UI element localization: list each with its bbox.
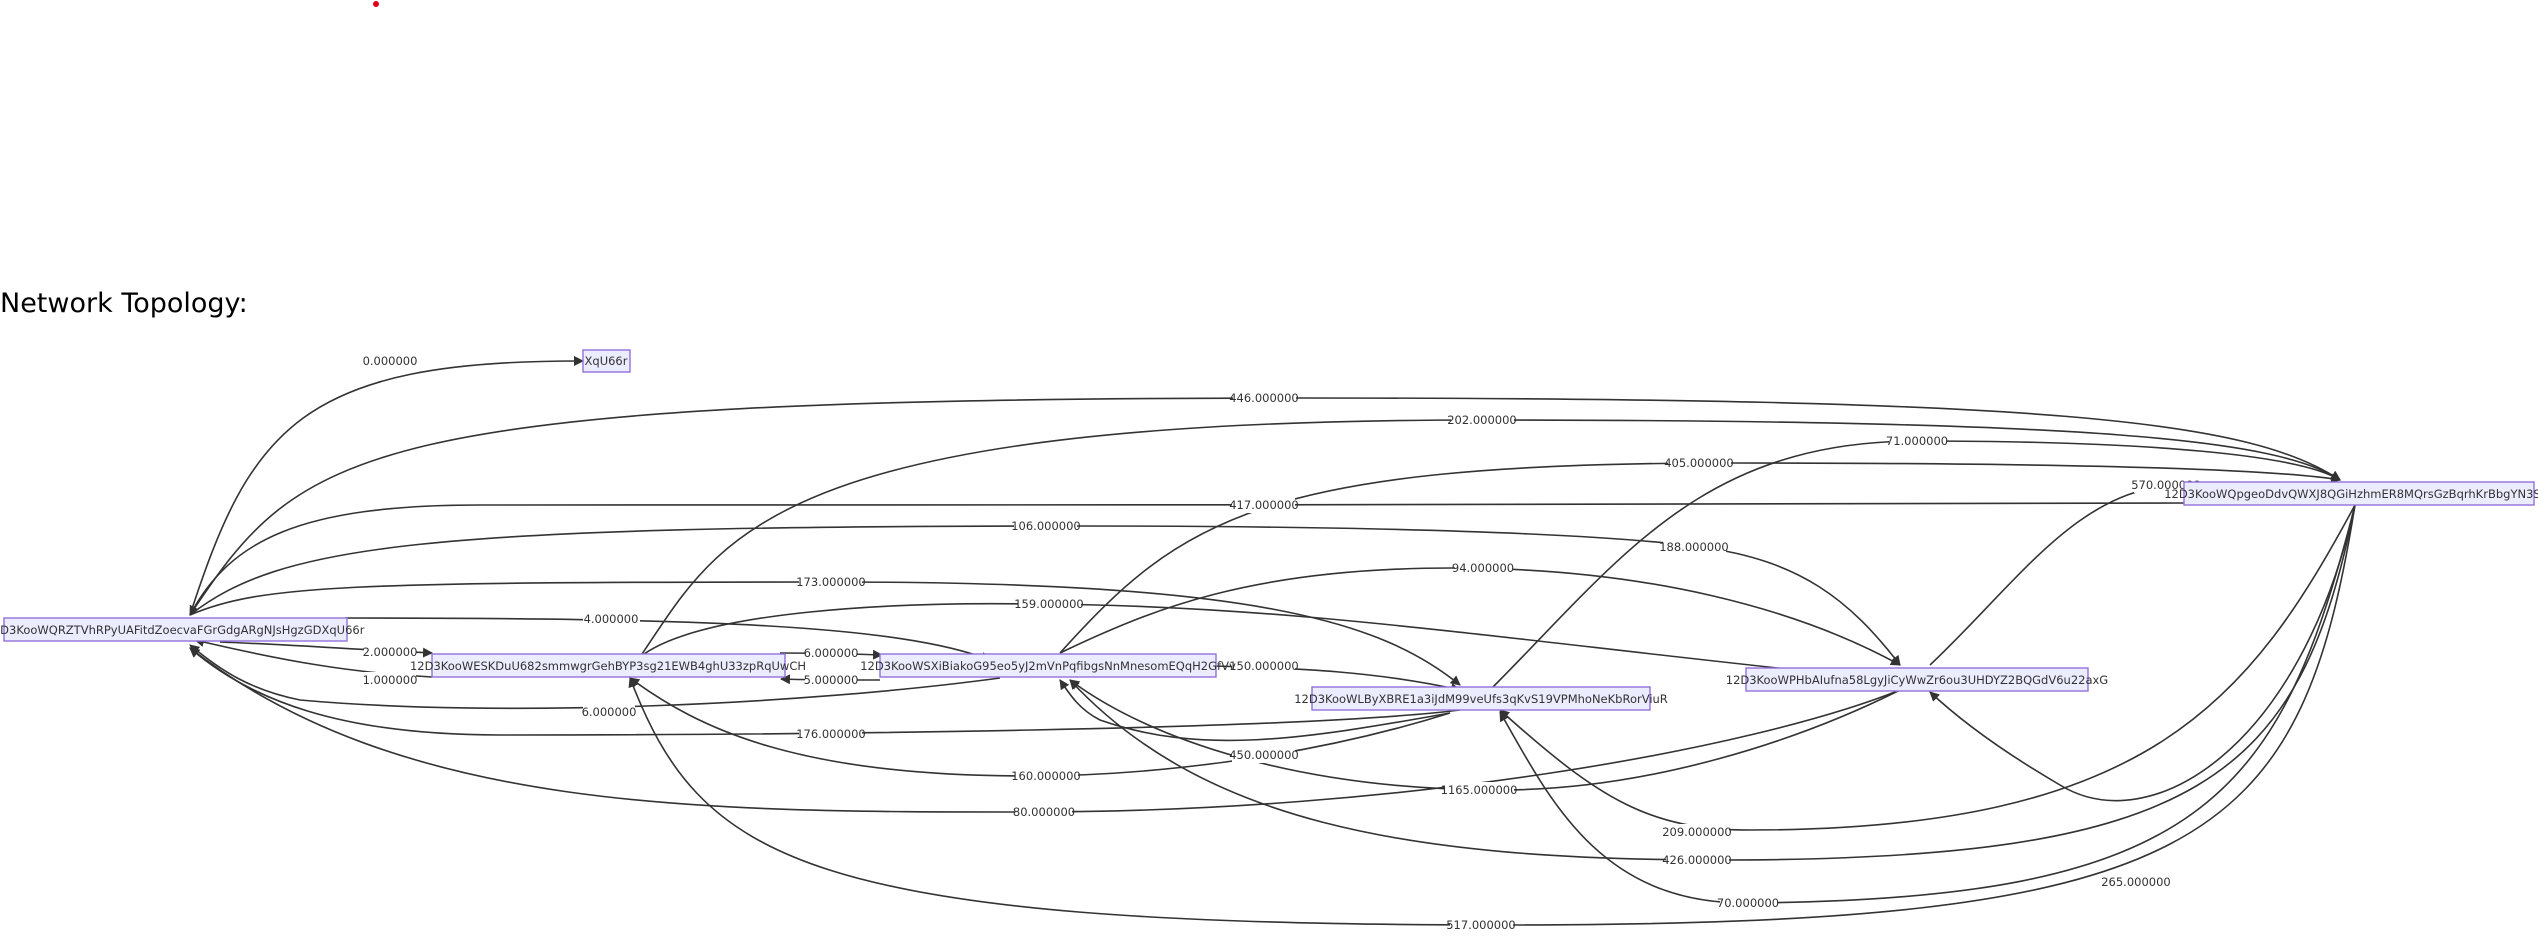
svg-text:12D3KooWPHbAIufna58LgyJiCyWwZr: 12D3KooWPHbAIufna58LgyJiCyWwZr6ou3UHDYZ2… xyxy=(1726,673,2108,687)
edge-label: 94.000000 xyxy=(1452,560,1514,576)
edge-label: 405.000000 xyxy=(1664,455,1734,471)
svg-text:405.000000: 405.000000 xyxy=(1664,456,1734,470)
svg-text:160.000000: 160.000000 xyxy=(1011,769,1081,783)
svg-text:417.000000: 417.000000 xyxy=(1229,498,1299,512)
svg-text:6.000000: 6.000000 xyxy=(582,705,637,719)
svg-text:XqU66r: XqU66r xyxy=(585,354,628,368)
edge xyxy=(189,355,584,616)
edge-label: 4.000000 xyxy=(583,611,640,627)
svg-text:12D3KooWQRZTVhRPyUAFitdZoecvaF: 12D3KooWQRZTVhRPyUAFitdZoecvaFGrGdgARgNJ… xyxy=(0,623,365,637)
svg-text:188.000000: 188.000000 xyxy=(1659,540,1729,554)
edge xyxy=(1929,480,2184,666)
svg-text:71.000000: 71.000000 xyxy=(1886,434,1948,448)
svg-text:6.000000: 6.000000 xyxy=(804,646,859,660)
edge xyxy=(189,397,2341,616)
graph-node: 12D3KooWQpgeoDdvQWXJ8QGiHzhmER8MQrsGzBqr… xyxy=(2164,481,2538,506)
edge xyxy=(189,647,1461,736)
graph-node: XqU66r xyxy=(582,349,631,373)
edge-label: 173.000000 xyxy=(796,574,866,590)
svg-text:202.000000: 202.000000 xyxy=(1447,413,1517,427)
svg-text:12D3KooWESKDuU682smmwgrGehBYP3: 12D3KooWESKDuU682smmwgrGehBYP3sg21EWB4gh… xyxy=(410,659,806,673)
svg-text:106.000000: 106.000000 xyxy=(1011,519,1081,533)
edge-label: 450.000000 xyxy=(1229,747,1299,763)
edge xyxy=(1489,440,2341,691)
edge xyxy=(1929,504,2356,802)
edge-label: 2.000000 xyxy=(363,644,418,660)
svg-text:176.000000: 176.000000 xyxy=(796,727,866,741)
svg-text:517.000000: 517.000000 xyxy=(1446,918,1516,932)
edge-label: 0.000000 xyxy=(363,353,418,369)
edge-label: 106.000000 xyxy=(1011,518,1081,534)
edge-label: 70.000000 xyxy=(1717,895,1779,911)
svg-text:159.000000: 159.000000 xyxy=(1014,597,1084,611)
svg-text:209.000000: 209.000000 xyxy=(1662,825,1732,839)
edge xyxy=(1499,504,2356,831)
edge-label: 517.000000 xyxy=(1446,917,1516,933)
edge-label: 80.000000 xyxy=(1013,804,1075,820)
edge xyxy=(639,602,1891,685)
edge-label: 209.000000 xyxy=(1662,824,1732,840)
svg-text:265.000000: 265.000000 xyxy=(2101,875,2171,889)
svg-text:0.000000: 0.000000 xyxy=(363,354,418,368)
edge xyxy=(189,525,1901,666)
svg-text:446.000000: 446.000000 xyxy=(1229,391,1299,405)
svg-text:150.000000: 150.000000 xyxy=(1229,659,1299,673)
svg-text:70.000000: 70.000000 xyxy=(1717,896,1779,910)
edge xyxy=(628,504,2356,926)
edge xyxy=(1059,567,1901,666)
svg-text:80.000000: 80.000000 xyxy=(1013,805,1075,819)
edge-label: 6.000000 xyxy=(804,645,859,661)
edge xyxy=(189,502,2186,616)
edge-label: 188.000000 xyxy=(1659,539,1729,555)
edge-label: 1.000000 xyxy=(363,672,418,688)
svg-text:450.000000: 450.000000 xyxy=(1229,748,1299,762)
svg-text:5.000000: 5.000000 xyxy=(804,673,859,687)
edge-label: 150.000000 xyxy=(1229,658,1299,674)
edge xyxy=(1499,504,2356,904)
svg-text:4.000000: 4.000000 xyxy=(584,612,639,626)
svg-text:2.000000: 2.000000 xyxy=(363,645,418,659)
svg-text:1.000000: 1.000000 xyxy=(363,673,418,687)
edge xyxy=(639,419,2341,658)
graph-node: 12D3KooWSXiBiakoG95eo5yJ2mVnPqfibgsNnMne… xyxy=(860,653,1236,678)
svg-text:12D3KooWSXiBiakoG95eo5yJ2mVnPq: 12D3KooWSXiBiakoG95eo5yJ2mVnPqfibgsNnMne… xyxy=(860,659,1236,673)
edge-label: 265.000000 xyxy=(2101,874,2171,890)
svg-text:94.000000: 94.000000 xyxy=(1452,561,1514,575)
edge xyxy=(1059,679,1451,742)
edge-label: 160.000000 xyxy=(1011,768,1081,784)
edge-label: 202.000000 xyxy=(1447,412,1517,428)
red-dot-marker xyxy=(373,1,379,7)
svg-text:426.000000: 426.000000 xyxy=(1662,853,1732,867)
page-title: Network Topology: xyxy=(0,288,248,319)
edge-label: 5.000000 xyxy=(804,672,859,688)
graph-node: 12D3KooWPHbAIufna58LgyJiCyWwZr6ou3UHDYZ2… xyxy=(1726,667,2108,692)
edge xyxy=(1069,504,2356,861)
edge-label: 417.000000 xyxy=(1229,497,1299,513)
edge-label: 446.000000 xyxy=(1229,390,1299,406)
graph-node: 12D3KooWQRZTVhRPyUAFitdZoecvaFGrGdgARgNJ… xyxy=(0,617,365,642)
edge xyxy=(344,617,991,662)
edge-label: 176.000000 xyxy=(796,726,866,742)
svg-text:12D3KooWLByXBRE1a3iJdM99veUfs3: 12D3KooWLByXBRE1a3iJdM99veUfs3qKvS19VPMh… xyxy=(1294,692,1668,706)
edge-label: 426.000000 xyxy=(1662,852,1732,868)
edge-label: 1165.000000 xyxy=(1441,782,1518,798)
graph-node: 12D3KooWLByXBRE1a3iJdM99veUfs3qKvS19VPMh… xyxy=(1294,686,1668,711)
edge xyxy=(189,644,1001,710)
edge-label: 71.000000 xyxy=(1886,433,1948,449)
svg-text:12D3KooWQpgeoDdvQWXJ8QGiHzhmER: 12D3KooWQpgeoDdvQWXJ8QGiHzhmER8MQrsGzBqr… xyxy=(2164,487,2538,501)
edge-label: 6.000000 xyxy=(582,704,637,720)
edge-label: 159.000000 xyxy=(1014,596,1084,612)
graph-node: 12D3KooWESKDuU682smmwgrGehBYP3sg21EWB4gh… xyxy=(410,653,806,678)
svg-text:173.000000: 173.000000 xyxy=(796,575,866,589)
svg-text:1165.000000: 1165.000000 xyxy=(1441,783,1518,797)
